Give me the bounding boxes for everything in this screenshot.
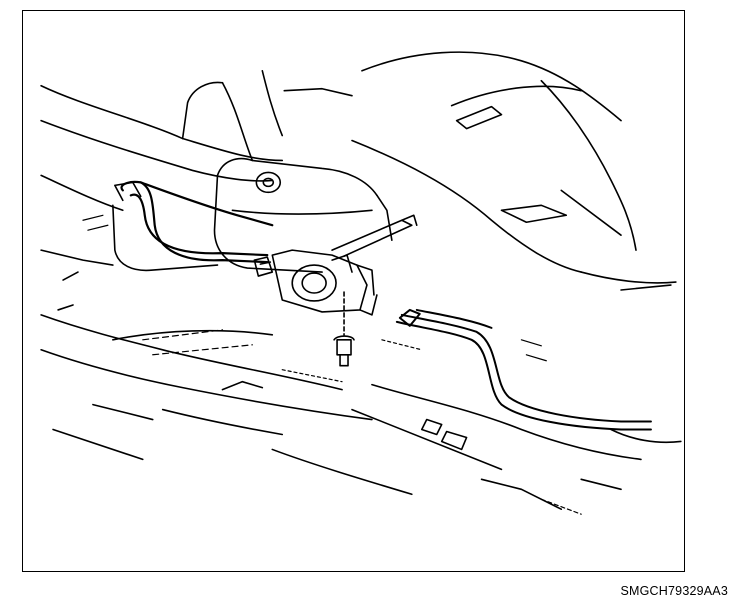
engine-bay-line-drawing [40,51,682,515]
fender-outline [351,51,682,444]
body-panel-outline [40,69,353,212]
reservoir-housing [112,157,393,273]
mounting-bolt [333,291,355,367]
frame-rail-outline [40,249,642,511]
texture-detail [82,214,582,515]
hose-assembly [120,180,274,264]
brake-line-run [395,308,652,431]
figure-caption: SMGCH79329AA3 [620,584,728,598]
mounting-bracket [331,214,418,257]
illustration-frame [22,10,685,572]
pump-motor-assembly [253,249,378,316]
